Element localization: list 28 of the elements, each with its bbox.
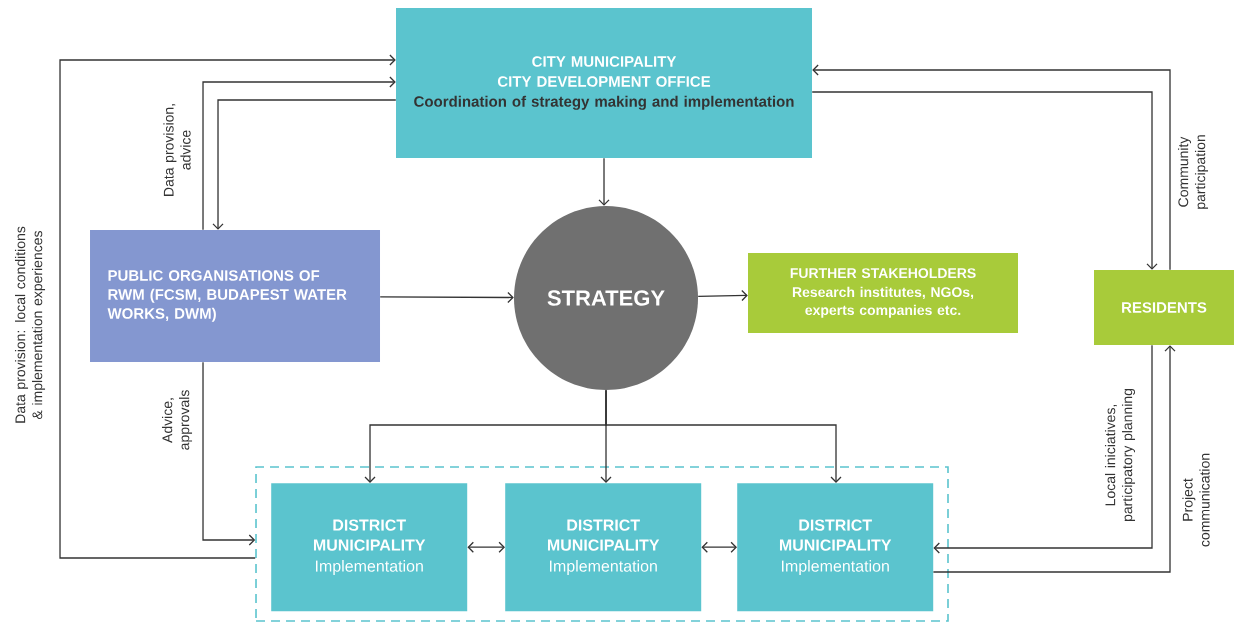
stakeholder-box: FURTHER STAKEHOLDERS Research institutes, NGOs, experts companies etc. <box>748 253 1018 333</box>
edge-label: Project communication <box>1181 449 1211 551</box>
arrow <box>811 91 1158 270</box>
edge-label: Community participation <box>1177 116 1210 228</box>
arrow <box>202 361 256 546</box>
office-box: CITY MUNICIPALITY CITY DEVELOPMENT OFFICE Coordination of strategy making and implementation <box>396 8 812 158</box>
arrow <box>933 344 1153 554</box>
arrow <box>605 389 842 483</box>
arrow <box>932 345 1176 573</box>
arrow <box>812 64 1171 271</box>
edge-label: Advice, approvals <box>161 379 194 461</box>
edge-label: Local iniciatives, participatory planning <box>1104 364 1137 546</box>
district-box: DISTRICT MUNICIPALITY Implementation <box>505 483 702 612</box>
arrow <box>701 541 737 553</box>
arrow <box>59 54 396 559</box>
arrow <box>202 76 396 231</box>
arrow <box>467 541 505 553</box>
arrow <box>212 99 397 230</box>
district-group-frame <box>255 466 949 622</box>
edge-label: Data provision: local conditions & implementation experiences <box>14 164 47 486</box>
edge-label: Data provision, advice <box>162 96 192 204</box>
residents-box: RESIDENTS <box>1094 270 1234 345</box>
arrow <box>697 289 748 302</box>
organisation-box: PUBLIC ORGANISATIONS OF RWM (FCSM, BUDAPEST WATER WORKS, DWM) <box>90 230 380 362</box>
arrow <box>598 157 610 206</box>
arrow <box>379 291 514 304</box>
district-box: DISTRICT MUNICIPALITY Implementation <box>737 483 934 612</box>
district-box: DISTRICT MUNICIPALITY Implementation <box>271 483 468 612</box>
